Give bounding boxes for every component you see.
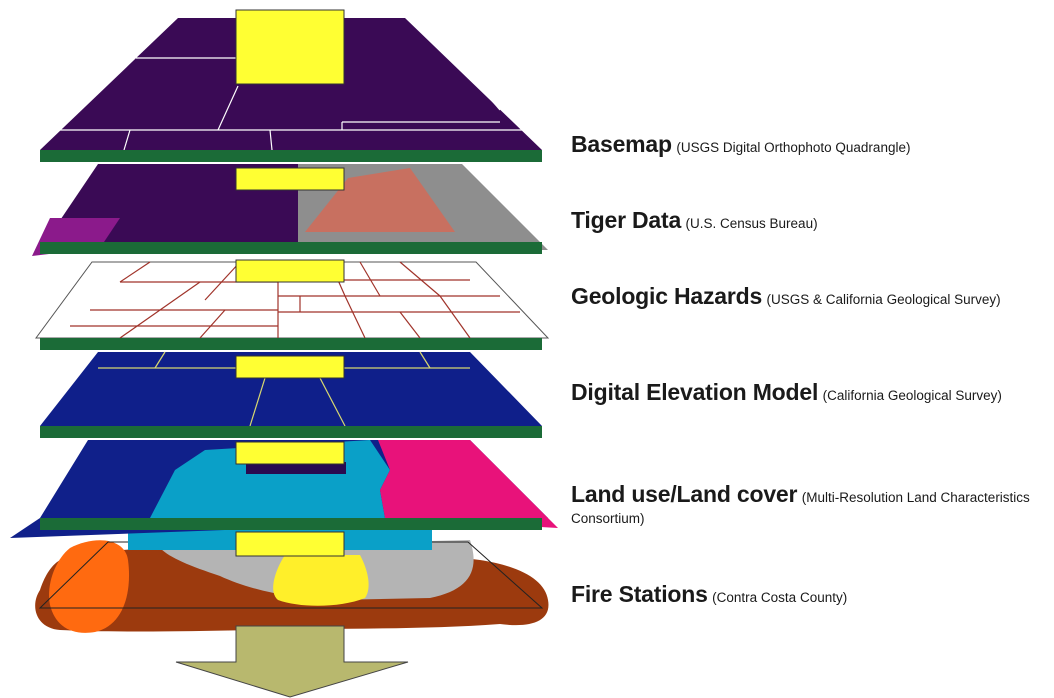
connector-landuse: [235, 441, 345, 465]
layer-title: Geologic Hazards: [571, 283, 763, 309]
connector-basemap: [235, 9, 345, 85]
layer-title: Tiger Data: [571, 207, 682, 233]
layer-label-landuse: Land use/Land cover (Multi-Resolution La…: [571, 480, 1051, 529]
dem-line-2: [154, 351, 166, 369]
hazards-white-base: [35, 261, 550, 339]
hazards-edge: [40, 338, 542, 350]
connector-fire: [235, 531, 345, 557]
gis-layer-stack-diagram: [10, 9, 558, 698]
tiger-data-layer: [32, 164, 548, 256]
layer-label-dem: Digital Elevation Model (California Geol…: [571, 378, 1051, 407]
dem-edge: [40, 426, 542, 438]
layer-label-hazards: Geologic Hazards (USGS & California Geol…: [571, 282, 1051, 311]
tiger-salmon-area: [305, 168, 455, 232]
landuse-edge: [40, 518, 542, 530]
connector-dem: [235, 355, 345, 379]
layer-title: Digital Elevation Model: [571, 379, 819, 405]
dem-layer: [40, 351, 542, 438]
layer-title: Land use/Land cover: [571, 481, 798, 507]
geologic-hazards-layer: [35, 261, 550, 350]
layer-source: (U.S. Census Bureau): [685, 216, 818, 231]
landuse-pink-area: [378, 440, 558, 528]
down-arrow-icon: [175, 625, 409, 698]
basemap-lines: [60, 17, 522, 151]
basemap-edge: [40, 150, 542, 162]
connector-hazards: [235, 259, 345, 283]
connectors: [235, 9, 345, 557]
layer-label-tiger: Tiger Data (U.S. Census Bureau): [571, 206, 1051, 235]
tiger-edge: [40, 242, 542, 254]
layer-source: (USGS & California Geological Survey): [766, 292, 1001, 307]
dem-line-4: [319, 377, 346, 427]
fire-orange-blob: [49, 540, 130, 633]
land-use-layer: [10, 440, 558, 538]
dem-line-3: [249, 377, 266, 427]
layer-title: Fire Stations: [571, 581, 708, 607]
connector-tiger: [235, 167, 345, 191]
layer-source: (USGS Digital Orthophoto Quadrangle): [676, 140, 911, 155]
layer-source: (California Geological Survey): [822, 388, 1002, 403]
dem-line-5: [419, 351, 431, 369]
layer-title: Basemap: [571, 131, 672, 157]
landuse-dark-patch: [246, 462, 346, 474]
dem-blue-base: [40, 352, 542, 426]
layer-label-fire: Fire Stations (Contra Costa County): [571, 580, 1051, 609]
fire-yellow-blob: [273, 555, 369, 606]
layer-label-basemap: Basemap (USGS Digital Orthophoto Quadran…: [571, 130, 1051, 159]
layer-source: (Multi-Resolution Land Characteristics C…: [571, 490, 1030, 526]
layer-source: (Contra Costa County): [712, 590, 848, 605]
